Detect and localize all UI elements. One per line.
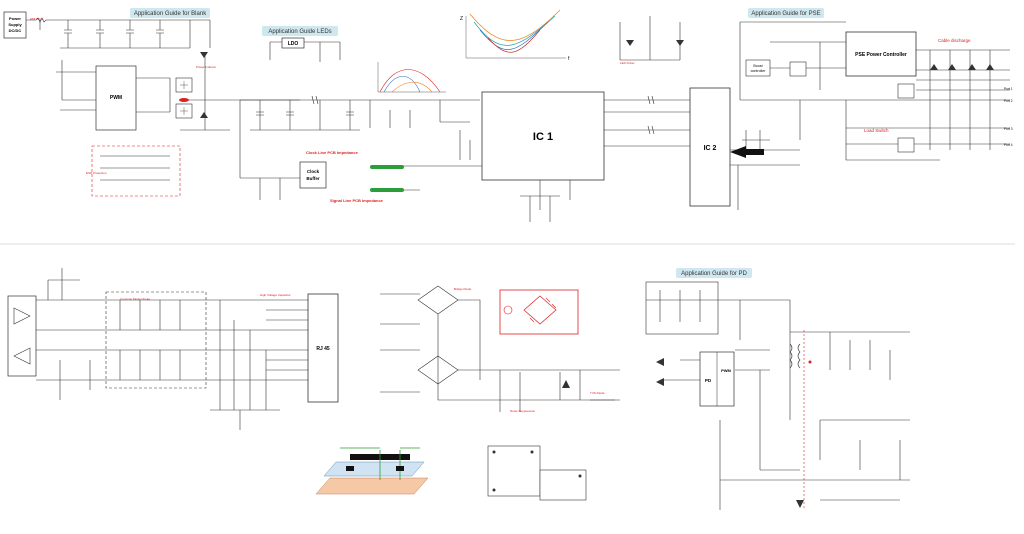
ic2-wiring	[730, 130, 800, 210]
transformer-icon	[789, 343, 812, 369]
pse-port-4: Port 4	[1004, 143, 1013, 147]
red-annotations: EMI Filter Bridge Diode TVS Diode LED Dr…	[30, 17, 635, 413]
svg-text:ESD Protection: ESD Protection	[86, 171, 107, 175]
pd-controller-block: PD PWM	[699, 351, 735, 407]
svg-text:Power Inductor: Power Inductor	[196, 65, 216, 69]
pwm-label: PWM	[110, 95, 122, 101]
svg-text:EMI Filter: EMI Filter	[30, 17, 43, 21]
pd-dashed-box	[645, 281, 719, 335]
chart-axis-x: f	[568, 56, 570, 62]
banner-ethernet-text: Application Guide for Blank	[134, 11, 207, 17]
pse-port-1: Port 1	[1004, 87, 1013, 91]
pd-label: PD	[705, 378, 712, 383]
pd-arrow-icon-2	[656, 378, 664, 386]
magnetics-dashed-box	[105, 291, 207, 389]
ic2-label: IC 2	[704, 145, 717, 152]
pd-ground-arrow	[796, 500, 804, 508]
banner-pd-text: Application Guide for PD	[681, 271, 747, 277]
svg-text:TVS Diode: TVS Diode	[590, 391, 605, 395]
diode-icon	[200, 52, 208, 58]
ethernet-wiring	[36, 268, 310, 430]
arrow-icon	[730, 146, 746, 158]
led-icons	[619, 16, 684, 61]
pse-controller-block: PSE Power Controller	[845, 31, 917, 77]
svg-text:controller: controller	[751, 69, 767, 73]
diode-icon-2	[200, 112, 208, 118]
pwm-block: PWM	[95, 65, 137, 131]
pse-controller-label: PSE Power Controller	[855, 52, 907, 58]
banner-leds: Application Guide LEDs	[262, 26, 338, 36]
tvs-diode-icon	[562, 380, 570, 388]
pcb-stack-illustration	[315, 447, 429, 495]
svg-text:Clock: Clock	[307, 169, 320, 174]
banner-pse-text: Application Guide for PSE	[751, 11, 820, 17]
pse-mosfets	[789, 61, 994, 153]
ic1-wiring	[380, 95, 690, 222]
arrow-shaft	[746, 149, 764, 155]
rj45-block: RJ 45	[307, 293, 339, 403]
svg-text:Boost: Boost	[753, 64, 762, 68]
banner-pse: Application Guide for PSE	[748, 8, 824, 18]
ldo-wiring	[239, 41, 480, 200]
transceiver-block	[7, 295, 37, 377]
power-supply-block: Power Supply DC/DC	[3, 11, 27, 39]
pse-cable-discharge-label: Cable discharge	[938, 38, 971, 43]
red-marker	[179, 98, 189, 102]
pse-load-switch-label: Load Switch	[864, 128, 889, 133]
banner-leds-text: Application Guide LEDs	[268, 29, 331, 35]
red-bridge-highlight	[499, 289, 579, 335]
chart-axis-y: Z	[460, 16, 463, 22]
rj45-label: RJ 45	[316, 346, 330, 352]
bell-curve-plot	[377, 62, 446, 93]
red-label-2: Signal Line PCB Impedance	[330, 198, 384, 203]
svg-text:Supply: Supply	[8, 22, 22, 27]
svg-text:Common Mode Choke: Common Mode Choke	[120, 297, 150, 301]
pd-arrow-icon-1	[656, 358, 664, 366]
clock-buffer-block: Clock Buffer	[299, 161, 327, 189]
red-label-1: Clock Line PCB Impedance	[306, 150, 359, 155]
ic1-label: IC 1	[533, 131, 553, 143]
svg-text:LED Driver: LED Driver	[620, 61, 635, 65]
banner-pd: Application Guide for PD	[676, 268, 752, 278]
svg-text:Buffer: Buffer	[306, 176, 319, 181]
top-left-wiring	[26, 17, 300, 197]
boost-block: Boost controller	[745, 59, 771, 77]
pse-port-3: Port 3	[1004, 127, 1013, 131]
pd-pwm-label: PWM	[721, 368, 731, 373]
mosfet-top-left	[175, 77, 193, 119]
svg-text:Bridge Diode: Bridge Diode	[454, 287, 472, 291]
banner-ethernet: Application Guide for Blank	[130, 8, 210, 18]
pse-port-2: Port 2	[1004, 99, 1013, 103]
svg-text:Power: Power	[9, 16, 21, 21]
svg-text:DC/DC: DC/DC	[9, 28, 22, 33]
bridge-wiring	[380, 285, 620, 412]
pcb-trace-green-1	[370, 165, 404, 169]
ldo-label: LDO	[288, 41, 299, 47]
pd-wiring	[646, 290, 910, 510]
pse-wiring	[739, 21, 1010, 161]
ic2-block: IC 2	[689, 87, 731, 207]
pcb-trace-green-2	[370, 188, 404, 192]
connector-board-illustration	[487, 445, 587, 501]
svg-text:Noise Suppression: Noise Suppression	[510, 409, 536, 413]
ic1-block: IC 1	[481, 91, 605, 181]
svg-text:High Voltage Capacitor: High Voltage Capacitor	[260, 293, 291, 297]
impedance-chart: Z f	[460, 9, 570, 62]
ldo-block: LDO	[281, 37, 305, 49]
